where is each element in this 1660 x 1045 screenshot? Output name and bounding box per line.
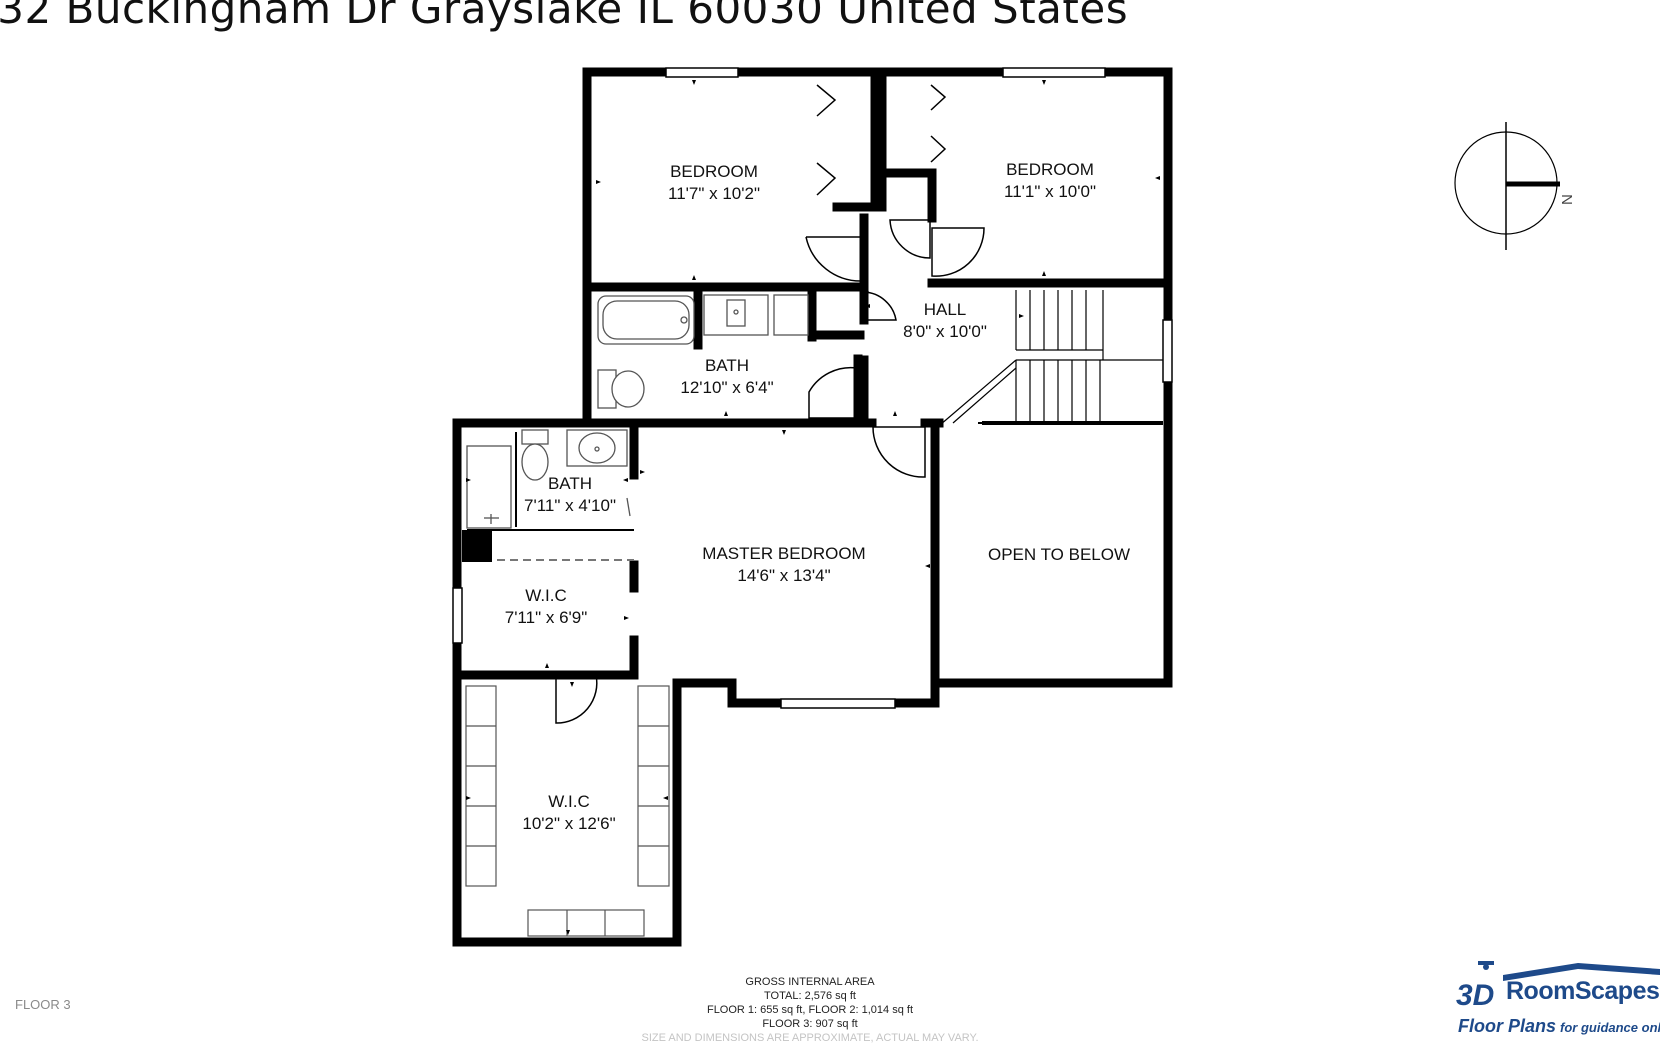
area-heading: GROSS INTERNAL AREA (745, 976, 875, 988)
area-floor12: FLOOR 1: 655 sq ft, FLOOR 2: 1,014 sq ft (706, 1004, 914, 1016)
stairs (939, 290, 1163, 426)
roomscapes-logo-icon: 3D (1456, 961, 1660, 1012)
room-dims-bath-2: 7'11" x 4'10" (524, 496, 616, 515)
room-dims-bedroom-1: 11'7" x 10'2" (668, 184, 760, 203)
room-dims-bedroom-2: 11'1" x 10'0" (1004, 182, 1096, 201)
page-title: 332 Buckingham Dr Grayslake IL 60030 Uni… (0, 0, 1129, 33)
dimension-ticks (466, 80, 1160, 935)
area-note: SIZE AND DIMENSIONS ARE APPROXIMATE, ACT… (641, 1032, 979, 1044)
gross-internal-area: GROSS INTERNAL AREA TOTAL: 2,576 sq ft F… (610, 975, 1010, 1045)
room-dims-wic-1: 7'11" x 6'9" (505, 608, 588, 627)
room-dims-wic-2: 10'2" x 12'6" (522, 814, 615, 833)
area-total: TOTAL: 2,576 sq ft (764, 990, 856, 1002)
room-name-wic-1: W.I.C (525, 586, 567, 605)
room-name-wic-2: W.I.C (548, 792, 590, 811)
toilet-icon (521, 429, 549, 445)
floor-label: FLOOR 3 (15, 997, 71, 1012)
room-name-bath-1: BATH (705, 356, 749, 375)
room-name-open-to-below: OPEN TO BELOW (988, 545, 1130, 564)
room-name-bedroom-2: BEDROOM (1006, 160, 1094, 179)
doors (555, 84, 985, 724)
room-name-master-bedroom: MASTER BEDROOM (702, 544, 865, 563)
logo-sub-b: for guidance only (1560, 1020, 1660, 1035)
room-name-bath-2: BATH (548, 474, 592, 493)
room-name-hall: HALL (924, 300, 967, 319)
room-dims-master-bedroom: 14'6" x 13'4" (737, 566, 830, 585)
compass-icon (1454, 122, 1560, 250)
room-dims-hall: 8'0" x 10'0" (903, 322, 987, 341)
fixtures (466, 294, 809, 529)
area-floor3: FLOOR 3: 907 sq ft (762, 1018, 858, 1030)
room-dims-bath-1: 12'10" x 6'4" (680, 378, 773, 397)
shelving (465, 685, 670, 937)
logo-brand: RoomScapes (1506, 977, 1660, 1005)
logo-mark-text: 3D (1456, 979, 1494, 1012)
room-name-bedroom-1: BEDROOM (670, 162, 758, 181)
windows (452, 67, 1173, 709)
logo-sub-a: Floor Plans (1458, 1016, 1557, 1036)
compass-label: N (1559, 194, 1576, 205)
